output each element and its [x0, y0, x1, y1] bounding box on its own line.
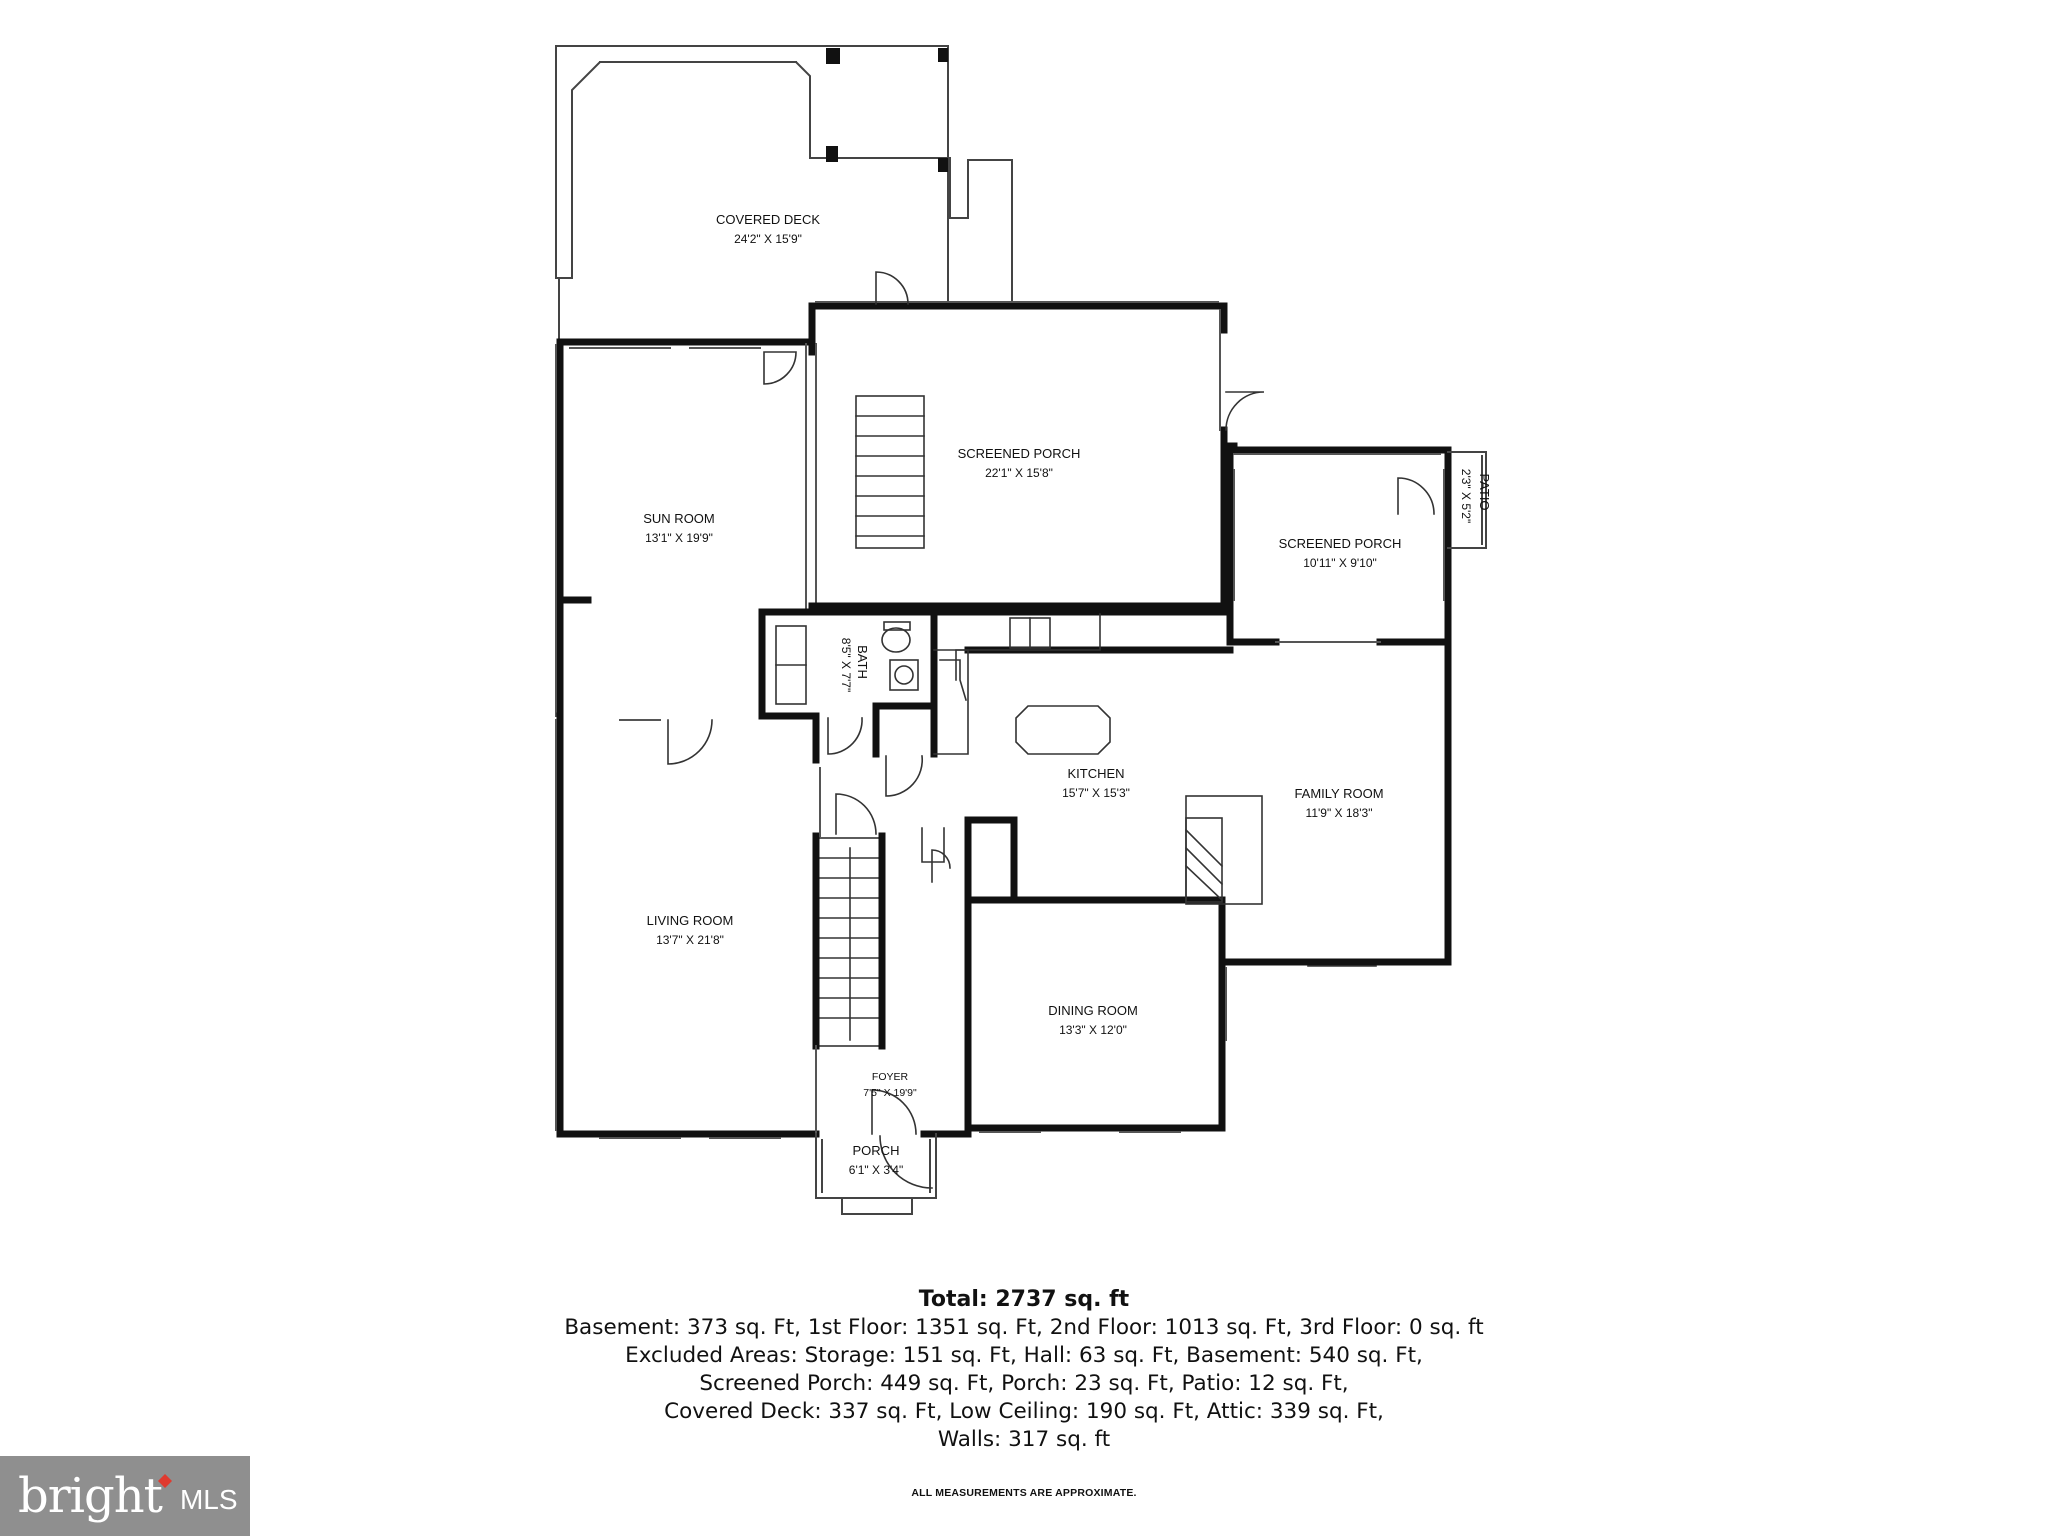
label-living-room: LIVING ROOM [647, 913, 734, 928]
logo-dot-icon [157, 1474, 172, 1488]
label-porch: PORCH [853, 1143, 900, 1158]
label-kitchen: KITCHEN [1067, 766, 1124, 781]
dims-foyer: 7'5" X 19'9" [863, 1087, 917, 1099]
logo-suffix: MLS [179, 1484, 238, 1515]
area-summary: Total: 2737 sq. ft Basement: 373 sq. Ft,… [424, 1286, 1624, 1454]
label-screened-porch-side: SCREENED PORCH [1279, 536, 1402, 551]
stairs-foyer [817, 837, 883, 1047]
label-patio: PATIO [1477, 473, 1492, 510]
dims-bath: 8'5" X 7'7" [839, 638, 853, 692]
stairs-porch [855, 395, 925, 549]
dims-screened-porch-side: 10'11" X 9'10" [1303, 556, 1377, 570]
label-sun-room: SUN ROOM [643, 511, 715, 526]
deck-posts [826, 48, 948, 172]
sun-room-walls [556, 338, 816, 720]
summary-line: Basement: 373 sq. Ft, 1st Floor: 1351 sq… [564, 1315, 1484, 1340]
bright-mls-logo: bright MLS [0, 1456, 250, 1536]
living-room-walls [556, 712, 820, 1138]
summary-line: Walls: 317 sq. ft [937, 1427, 1111, 1452]
patio-outline [1447, 451, 1487, 549]
label-screened-porch-main: SCREENED PORCH [958, 446, 1081, 461]
covered-deck-outline [555, 45, 1013, 339]
label-foyer: FOYER [872, 1071, 909, 1083]
dims-dining-room: 13'3" X 12'0" [1059, 1023, 1127, 1037]
summary-line: Covered Deck: 337 sq. Ft, Low Ceiling: 1… [664, 1399, 1384, 1424]
dims-family-room: 11'9" X 18'3" [1306, 806, 1373, 820]
label-family-room: FAMILY ROOM [1294, 786, 1383, 801]
label-bath: BATH [855, 645, 870, 679]
side-porch-walls [1221, 442, 1452, 646]
summary-line: Screened Porch: 449 sq. Ft, Porch: 23 sq… [699, 1371, 1349, 1396]
measurement-disclaimer: ALL MEASUREMENTS ARE APPROXIMATE. [911, 1487, 1137, 1499]
dims-porch: 6'1" X 3'4" [849, 1163, 903, 1177]
label-dining-room: DINING ROOM [1048, 1003, 1138, 1018]
dims-screened-porch-main: 22'1" X 15'8" [985, 466, 1053, 480]
logo-brand: bright [18, 1468, 163, 1524]
screened-porch-walls [808, 302, 1234, 644]
dims-covered-deck: 24'2" X 15'9" [734, 232, 802, 246]
summary-line: Excluded Areas: Storage: 151 sq. Ft, Hal… [625, 1343, 1423, 1368]
dims-sun-room: 13'1" X 19'9" [645, 531, 713, 545]
dining-room-walls [920, 896, 1226, 1138]
dims-kitchen: 15'7" X 15'3" [1062, 786, 1130, 800]
porch-outline [815, 1133, 937, 1215]
label-covered-deck: COVERED DECK [716, 212, 820, 227]
total-area: Total: 2737 sq. ft [918, 1287, 1130, 1312]
dims-patio: 2'3" X 5'2" [1459, 469, 1473, 523]
dims-living-room: 13'7" X 21'8" [656, 933, 724, 947]
